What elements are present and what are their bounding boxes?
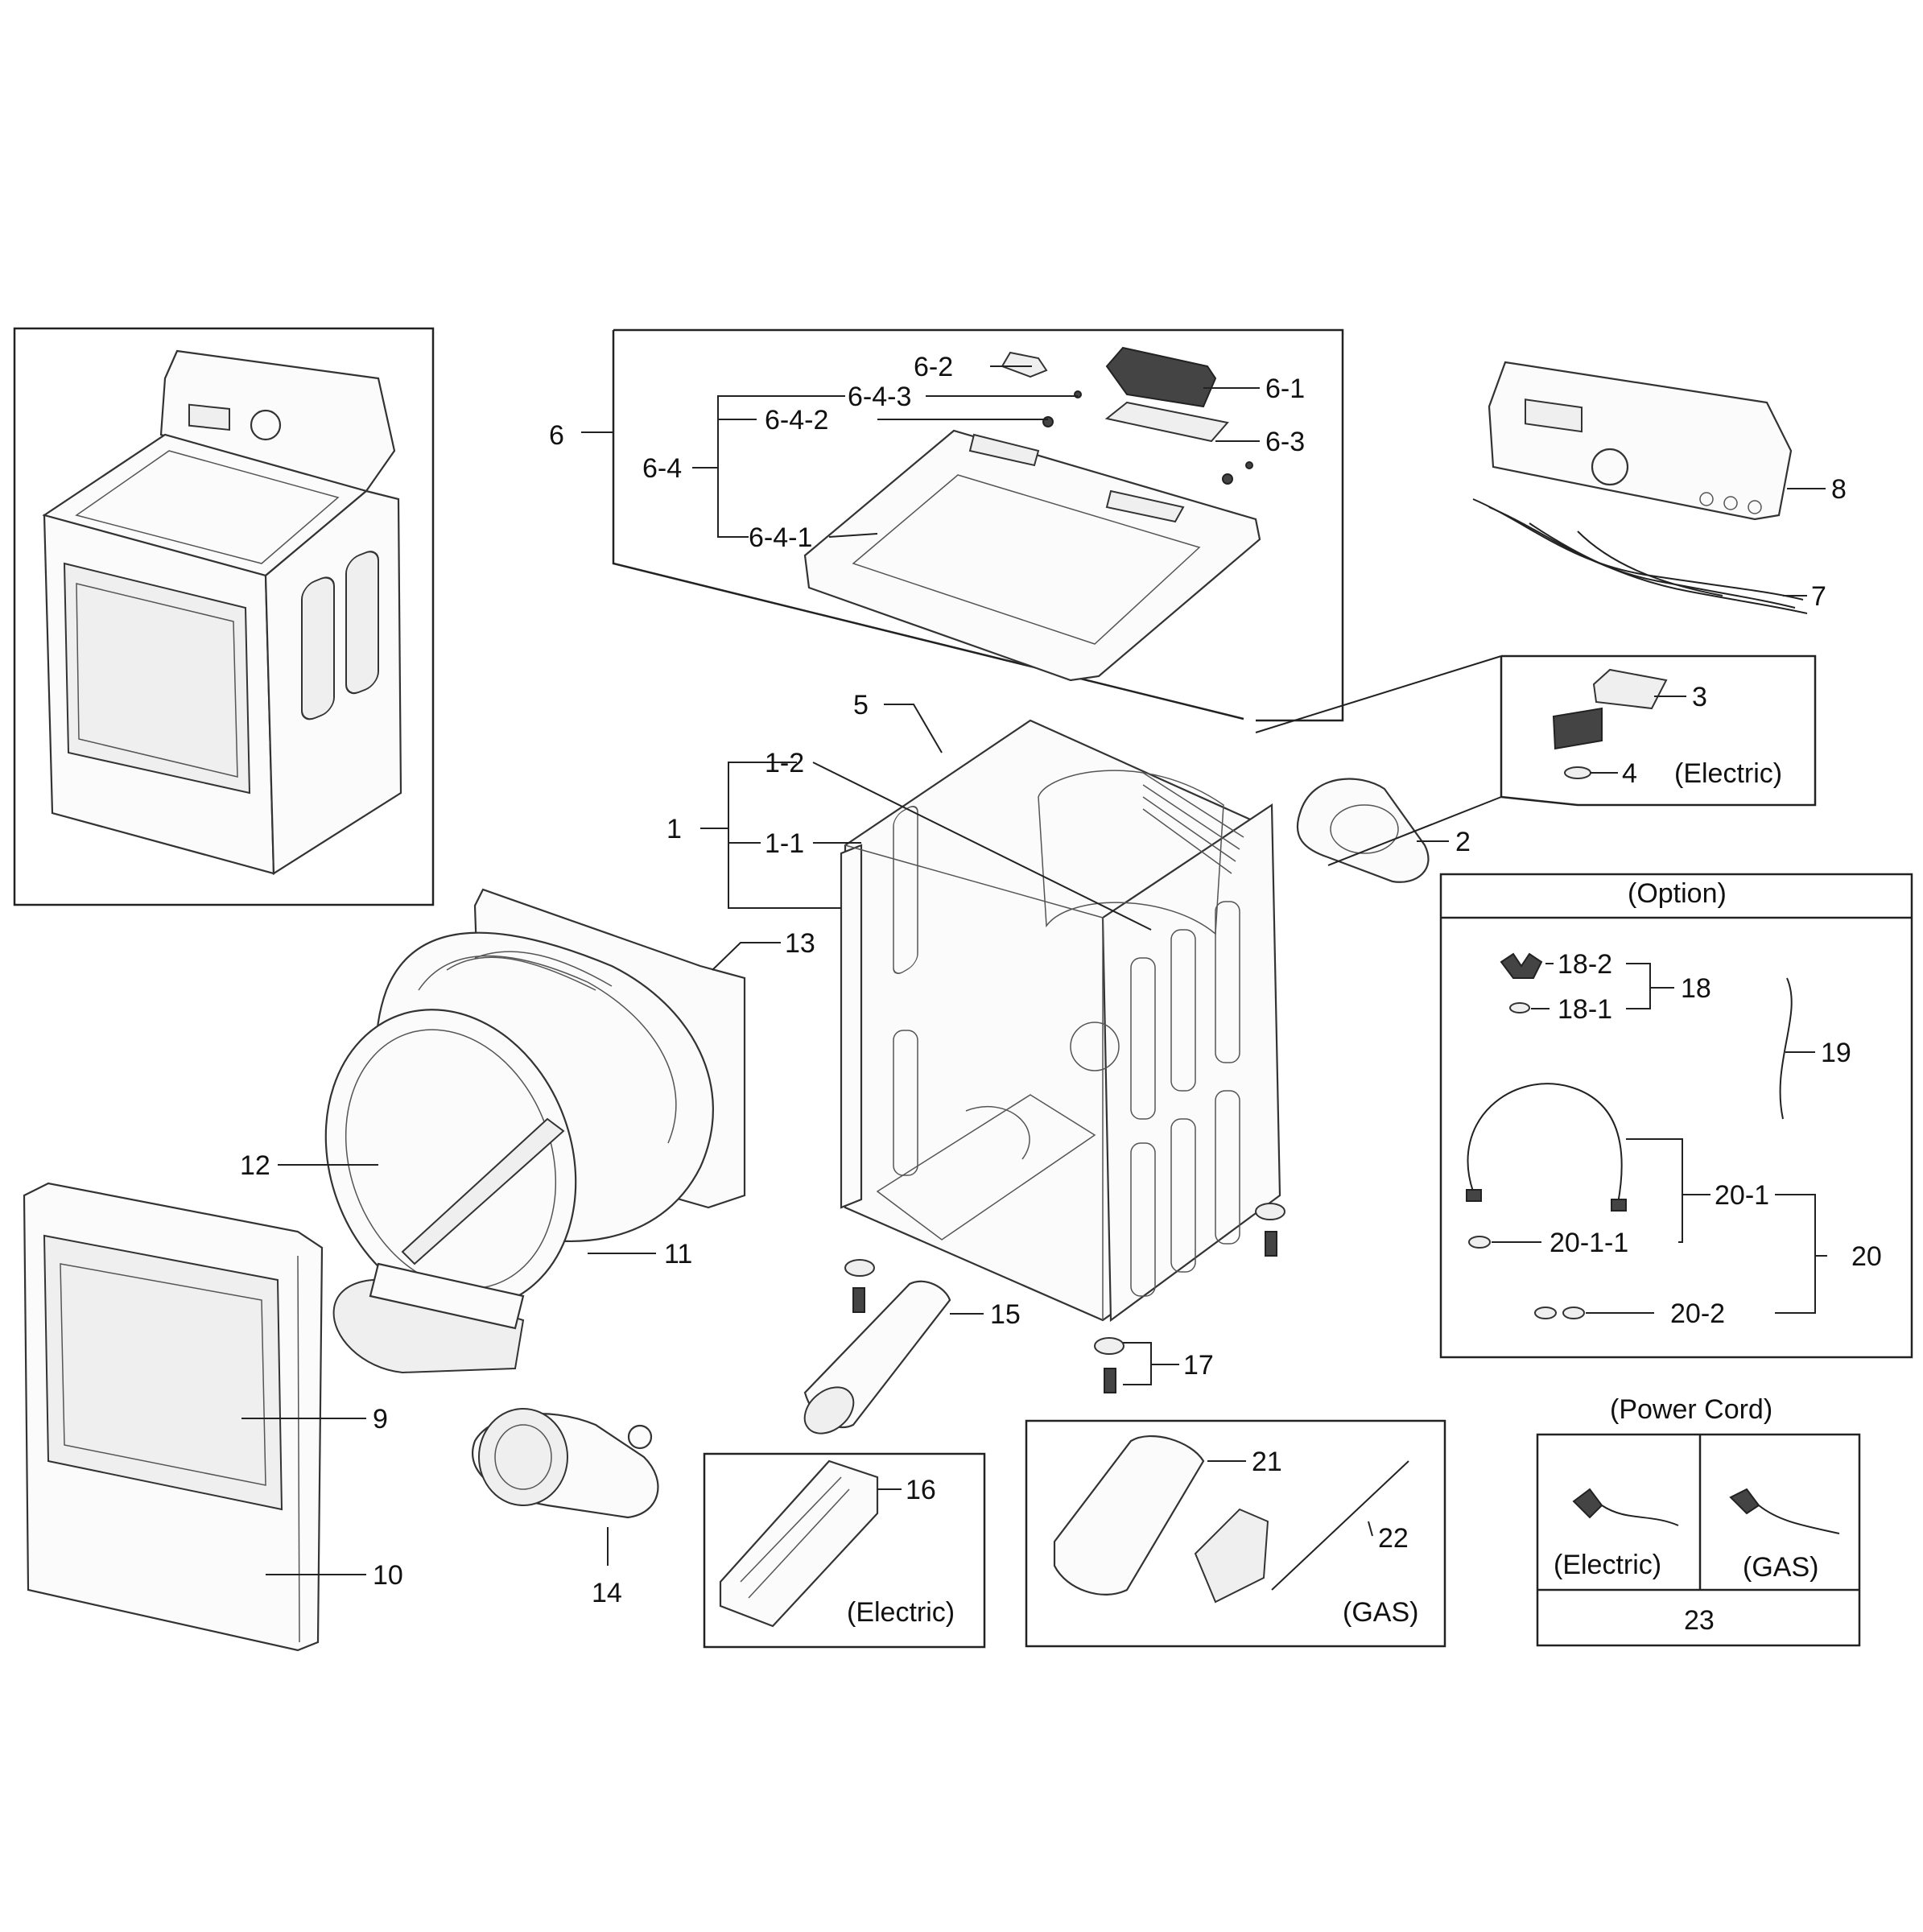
caption-power-cord: (Power Cord) [1610, 1394, 1772, 1425]
leveling-legs [844, 1203, 1285, 1393]
label-3: 3 [1692, 682, 1707, 712]
label-8: 8 [1831, 474, 1847, 505]
blower-housing-part [472, 1408, 659, 1519]
label-6-4-3: 6-4-3 [848, 382, 911, 412]
label-13: 13 [785, 928, 815, 959]
heater-electric-box [703, 1452, 986, 1649]
label-9: 9 [373, 1404, 388, 1435]
label-7: 7 [1811, 581, 1826, 612]
label-18-1: 18-1 [1558, 994, 1612, 1025]
label-6: 6 [549, 420, 564, 451]
option-parts-box [1439, 873, 1913, 1359]
label-20: 20 [1851, 1241, 1882, 1272]
label-2: 2 [1455, 827, 1471, 857]
label-21: 21 [1252, 1447, 1282, 1477]
label-6-1: 6-1 [1265, 374, 1305, 404]
top-cover-assembly [612, 328, 1344, 722]
label-23: 23 [1684, 1605, 1715, 1636]
label-19: 19 [1821, 1038, 1851, 1068]
caption-power-cord-electric: (Electric) [1554, 1550, 1661, 1580]
label-17: 17 [1183, 1350, 1214, 1381]
control-panel-part [1472, 361, 1808, 614]
label-6-4-2: 6-4-2 [765, 405, 828, 436]
label-10: 10 [373, 1560, 403, 1591]
part-labels: 6 6-2 6-1 6-3 6-4-3 6-4-2 6-4 6-4-1 8 7 … [240, 352, 1882, 1636]
label-1: 1 [666, 814, 682, 844]
caption-electric-filter: (Electric) [1674, 758, 1782, 789]
assembled-dryer-view [13, 327, 435, 906]
label-18-2: 18-2 [1558, 949, 1612, 980]
label-1-2: 1-2 [765, 748, 804, 778]
label-4: 4 [1622, 758, 1637, 789]
caption-gas: (GAS) [1343, 1597, 1418, 1628]
front-panel-part [23, 1182, 324, 1652]
label-12: 12 [240, 1150, 270, 1181]
label-18: 18 [1681, 973, 1711, 1004]
label-15: 15 [990, 1299, 1021, 1330]
label-16: 16 [906, 1475, 936, 1505]
leader-lines [241, 365, 1827, 1575]
label-22: 22 [1378, 1523, 1409, 1554]
label-6-2: 6-2 [914, 352, 953, 382]
power-cord-box [1536, 1433, 1861, 1647]
label-5: 5 [853, 690, 869, 720]
label-6-4: 6-4 [642, 453, 682, 484]
label-11: 11 [664, 1239, 692, 1269]
label-6-3: 6-3 [1265, 427, 1305, 457]
exhaust-duct-cover [1296, 778, 1430, 883]
caption-power-cord-gas: (GAS) [1743, 1552, 1818, 1583]
caption-electric-heater: (Electric) [847, 1597, 955, 1628]
electric-filter-box [1500, 654, 1817, 807]
cabinet-part [840, 719, 1281, 1323]
label-1-1: 1-1 [765, 828, 804, 859]
gas-parts-box [1025, 1419, 1446, 1648]
drum-assembly [324, 888, 746, 1374]
label-14: 14 [592, 1578, 622, 1608]
caption-option: (Option) [1628, 878, 1727, 909]
label-20-2: 20-2 [1670, 1298, 1725, 1329]
label-20-1: 20-1 [1715, 1180, 1769, 1211]
label-20-1-1: 20-1-1 [1550, 1228, 1628, 1258]
exhaust-duct-part [803, 1280, 951, 1435]
label-6-4-1: 6-4-1 [749, 522, 812, 553]
